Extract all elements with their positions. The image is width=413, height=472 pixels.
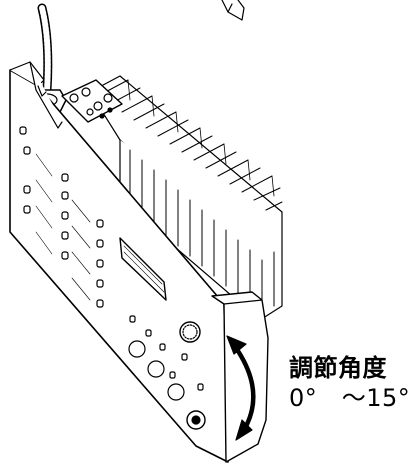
angle-range-label: 0° 〜15°: [289, 384, 411, 412]
top-box-corner: [221, 0, 245, 21]
channel-indicators: [19, 126, 104, 308]
control-knobs: [128, 315, 206, 430]
lcd-display: [119, 237, 167, 301]
tilt-angle-arrow: [226, 335, 256, 441]
angle-title-label: 調節角度: [289, 354, 387, 382]
side-bracket: [211, 291, 269, 463]
front-panel: [9, 61, 229, 463]
connector-panel: [61, 79, 123, 123]
heatsink-body: [89, 75, 283, 321]
